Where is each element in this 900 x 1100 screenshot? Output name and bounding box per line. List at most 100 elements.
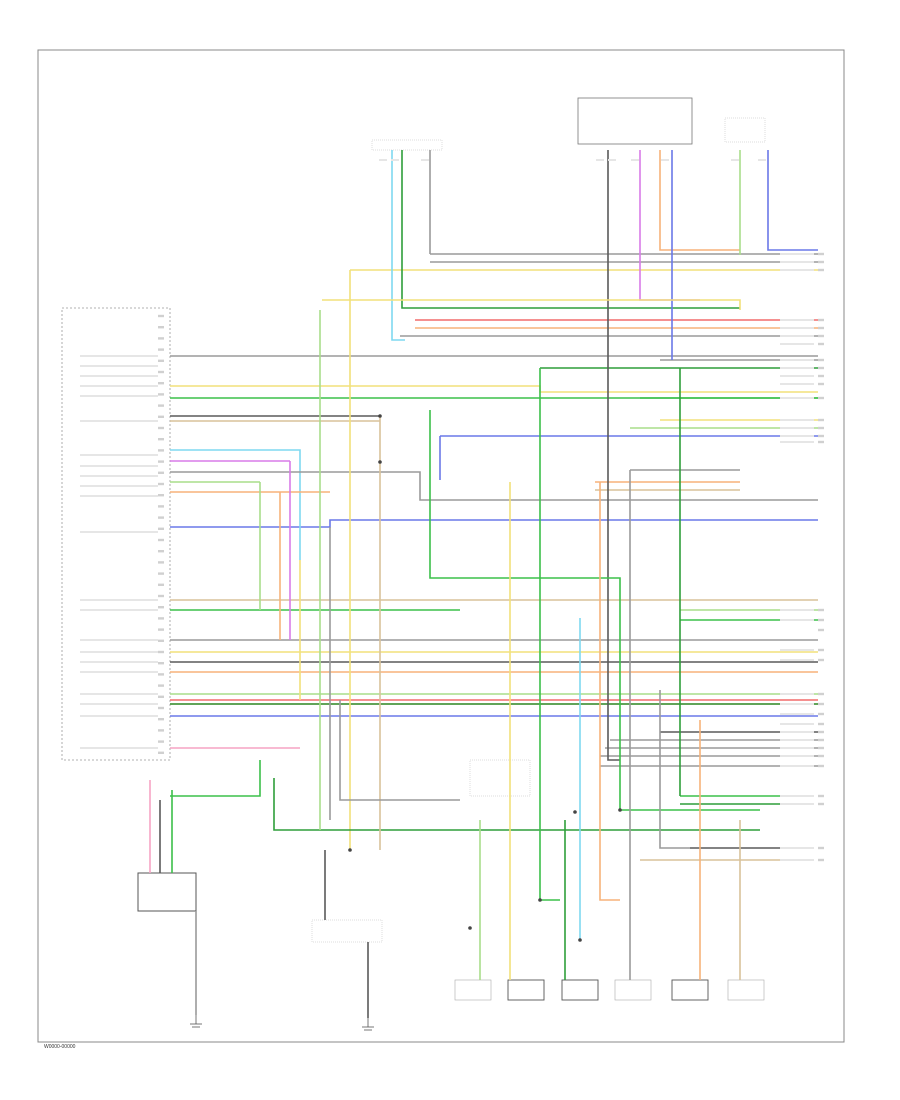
wire-code-bar (780, 739, 814, 741)
pcm-pin (158, 706, 164, 710)
wire-code-bar (780, 269, 814, 271)
pin-name-bar (80, 693, 158, 695)
wire-lblue-top (391, 150, 405, 341)
relay-box-middle (469, 759, 531, 797)
pcm-pin (158, 695, 164, 698)
terminal-pin (818, 418, 824, 422)
pin-name-bar (80, 420, 158, 422)
wire-code-bar (780, 397, 814, 399)
wire-code-bar (780, 731, 814, 733)
splice-dot (618, 808, 622, 812)
pcm-pin (158, 662, 164, 665)
pcm-pin (158, 505, 164, 508)
terminal-pin (818, 648, 824, 652)
pin-name-bar (80, 703, 158, 705)
pin-name-bar (80, 609, 158, 611)
connector-pin-bar (391, 159, 399, 161)
top-component-2 (577, 97, 693, 145)
wire-code-bar (780, 261, 814, 263)
pcm-pin (158, 572, 164, 575)
pcm-pin (158, 751, 164, 754)
wire-code-bar (780, 427, 814, 429)
terminal-pin (818, 358, 824, 362)
terminal-pin (818, 658, 824, 662)
wire-code-bar (780, 765, 814, 767)
wire-code-bar (780, 619, 814, 621)
pin-name-bar (80, 385, 158, 387)
pcm-pin (158, 729, 164, 732)
wire-green-v2 (273, 778, 760, 831)
wire-blue-1 (170, 519, 818, 528)
pcm-pin (158, 494, 164, 497)
wire-green-top (401, 150, 740, 309)
terminal-pin (818, 426, 824, 430)
wire-gray-mid (607, 150, 620, 761)
pcm-pin (158, 718, 164, 721)
terminal-pin (818, 730, 824, 734)
wire-code-bar (780, 703, 814, 705)
terminal-pin (818, 608, 824, 612)
fuel-injectors (454, 979, 765, 1001)
wire-code-bar (780, 375, 814, 377)
splice-dot (468, 926, 472, 930)
pcm-pin (158, 628, 164, 631)
terminal-pin (818, 628, 824, 632)
splice-dot (378, 460, 382, 464)
wire-yellow-top (322, 299, 741, 310)
wire-gray-2 (170, 471, 818, 501)
wire-code-bar (780, 755, 814, 757)
connector-pin-bar (631, 159, 639, 161)
terminal-pin (818, 440, 824, 444)
pcm-pin (158, 471, 164, 474)
ground-symbol-right (362, 1018, 374, 1031)
pin-name-bar (80, 599, 158, 601)
pcm-pin (158, 393, 164, 396)
pcm-pin (158, 426, 164, 430)
wire-code-bar (780, 859, 814, 861)
pcm-pin (158, 606, 164, 609)
terminal-pin (818, 618, 824, 622)
pin-name-bar (80, 465, 158, 467)
terminal-pin (818, 738, 824, 742)
wire-code-bar (780, 319, 814, 321)
ground-symbol-left (190, 1015, 202, 1028)
pcm-pin (158, 617, 164, 620)
wire-code-bar (780, 713, 814, 715)
splice-dot (578, 938, 582, 942)
pcm-pin (158, 561, 164, 564)
wire-code-bar (780, 367, 814, 369)
terminal-pin (818, 318, 824, 322)
terminal-pin (818, 722, 824, 726)
wire-code-bar (780, 659, 814, 661)
terminal-pin (818, 268, 824, 272)
pcm-pin (158, 404, 164, 407)
terminal-pin (818, 260, 824, 264)
terminal-pin (818, 342, 824, 346)
diagram-border (37, 49, 845, 1043)
wire-code-bar (780, 383, 814, 385)
wire-gray-v2 (339, 700, 460, 801)
pin-name-bar (80, 715, 158, 717)
terminal-pin (818, 846, 824, 850)
pcm-pin (158, 326, 164, 329)
pin-name-bar (80, 671, 158, 673)
wire-code-bar (780, 693, 814, 695)
pcm-pin (158, 460, 164, 463)
terminal-pin (818, 396, 824, 400)
terminal-pin (818, 374, 824, 378)
pcm-pin (158, 438, 164, 441)
wire-orange-v1 (599, 482, 620, 901)
sensor-block-right (311, 919, 383, 943)
terminal-pin (818, 754, 824, 758)
pcm-pin (158, 370, 164, 374)
figure-ref: W0000-00000 (44, 1044, 76, 1050)
pin-layer (158, 252, 824, 942)
wire-orange-top (659, 150, 740, 251)
connector-pin-bar (731, 159, 739, 161)
pin-name-bar (80, 454, 158, 456)
wire-code-bar (780, 803, 814, 805)
wire-code-bar (780, 253, 814, 255)
splice-dot (573, 810, 577, 814)
pcm-pin (158, 314, 164, 318)
